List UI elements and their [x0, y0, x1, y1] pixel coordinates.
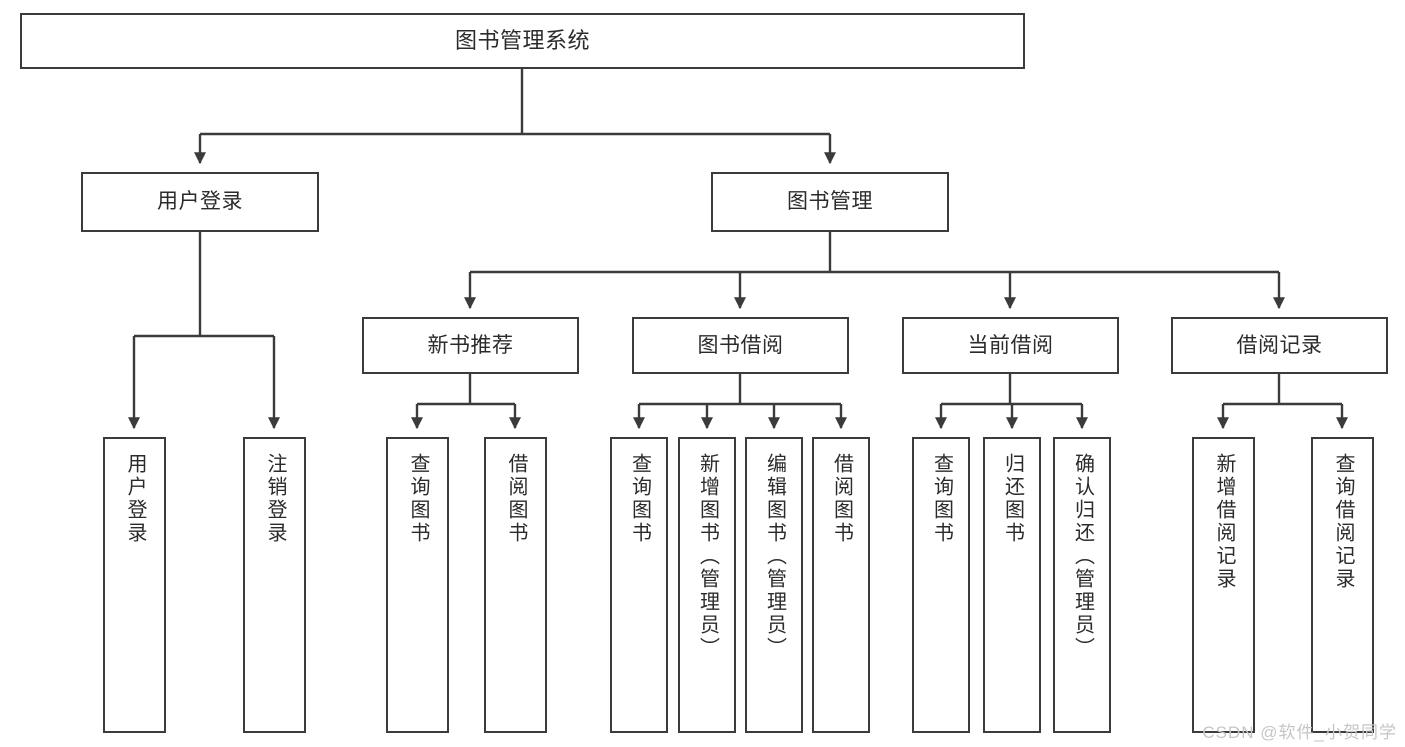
node-book-borrow[interactable]: 图书借阅 — [632, 317, 849, 374]
node-current-borrow[interactable]: 当前借阅 — [902, 317, 1119, 374]
node-leaf-add-record[interactable]: 新增借阅记录 — [1192, 437, 1255, 733]
node-leaf-query-book-borrow-label: 查询图书 — [628, 453, 651, 545]
watermark-text: CSDN @软件_小贺同学 — [1202, 723, 1397, 742]
node-leaf-query-book-rec[interactable]: 查询图书 — [386, 437, 449, 733]
node-leaf-borrow-book[interactable]: 借阅图书 — [812, 437, 870, 733]
node-leaf-query-record-label: 查询借阅记录 — [1332, 453, 1354, 591]
node-leaf-user-login-label: 用户登录 — [124, 453, 146, 545]
node-book-manage[interactable]: 图书管理 — [711, 172, 949, 232]
node-leaf-borrow-book-label: 借阅图书 — [830, 453, 853, 545]
node-leaf-query-book-rec-label: 查询图书 — [407, 453, 429, 545]
node-leaf-borrow-book-rec-label: 借阅图书 — [505, 453, 527, 545]
node-leaf-query-book-borrow[interactable]: 查询图书 — [610, 437, 668, 733]
node-leaf-add-record-label: 新增借阅记录 — [1213, 453, 1235, 591]
node-leaf-add-book-label: 新增图书（管理员） — [696, 453, 719, 660]
node-root[interactable]: 图书管理系统 — [20, 13, 1025, 69]
node-leaf-query-book-cur[interactable]: 查询图书 — [912, 437, 970, 733]
node-root-label: 图书管理系统 — [454, 27, 590, 53]
node-leaf-user-logout-label: 注销登录 — [264, 453, 286, 545]
node-leaf-borrow-book-rec[interactable]: 借阅图书 — [484, 437, 547, 733]
node-leaf-user-login[interactable]: 用户登录 — [103, 437, 166, 733]
node-leaf-confirm-return[interactable]: 确认归还（管理员） — [1053, 437, 1111, 733]
node-leaf-return-book[interactable]: 归还图书 — [983, 437, 1041, 733]
node-leaf-confirm-return-label: 确认归还（管理员） — [1071, 453, 1094, 660]
node-leaf-query-book-cur-label: 查询图书 — [930, 453, 953, 545]
node-leaf-query-record[interactable]: 查询借阅记录 — [1311, 437, 1374, 733]
node-user-login[interactable]: 用户登录 — [81, 172, 319, 232]
node-new-book-recommend-label: 新书推荐 — [427, 333, 514, 357]
node-leaf-edit-book[interactable]: 编辑图书（管理员） — [745, 437, 803, 733]
node-leaf-user-logout[interactable]: 注销登录 — [243, 437, 306, 733]
node-borrow-record[interactable]: 借阅记录 — [1171, 317, 1388, 374]
node-user-login-label: 用户登录 — [157, 190, 243, 214]
node-leaf-add-book[interactable]: 新增图书（管理员） — [678, 437, 736, 733]
node-new-book-recommend[interactable]: 新书推荐 — [362, 317, 579, 374]
node-leaf-return-book-label: 归还图书 — [1001, 453, 1024, 545]
node-current-borrow-label: 当前借阅 — [967, 333, 1054, 357]
node-borrow-record-label: 借阅记录 — [1236, 333, 1323, 357]
node-book-manage-label: 图书管理 — [787, 190, 873, 214]
node-leaf-edit-book-label: 编辑图书（管理员） — [763, 453, 786, 660]
node-book-borrow-label: 图书借阅 — [697, 333, 784, 357]
